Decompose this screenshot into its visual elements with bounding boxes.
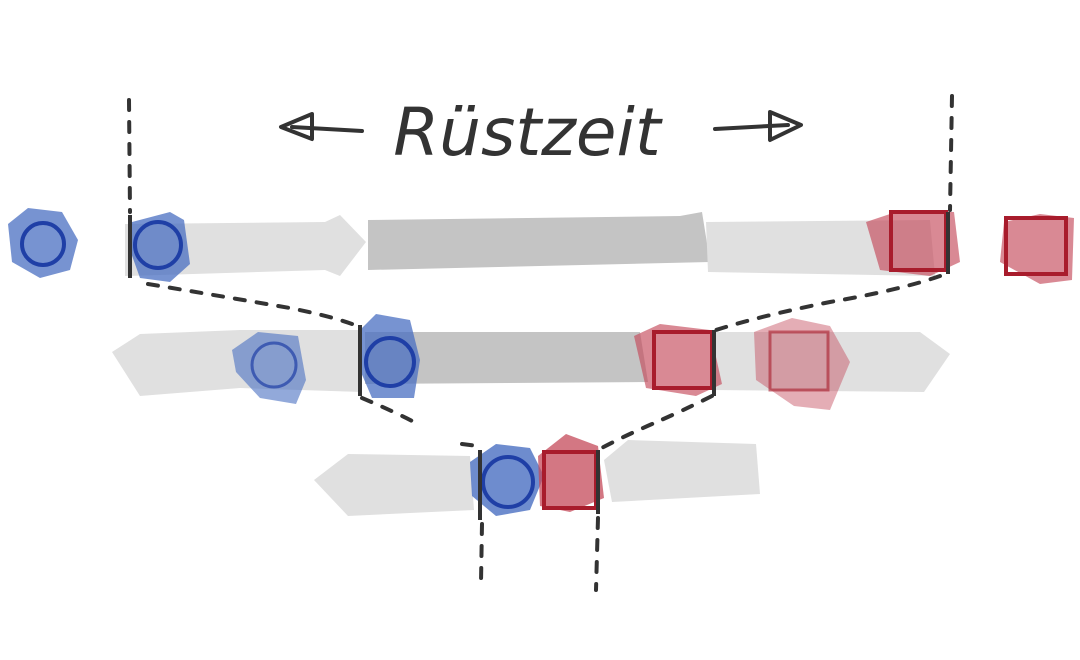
guide-bottom-right-vertical	[594, 516, 600, 592]
row-3-red-square	[538, 434, 604, 512]
row-1-red-square-outer	[1000, 214, 1074, 284]
guide-top-right-vertical	[948, 94, 954, 212]
guide-left-funnel-2a	[360, 396, 420, 426]
row-1-setup-bar	[368, 212, 710, 270]
row-3-process-arrow-left	[314, 454, 474, 516]
row-1-blue-circle-outer	[8, 208, 78, 278]
guide-left-funnel-1	[146, 282, 364, 330]
row-1-blue-circle-inner	[130, 212, 190, 282]
row-3-blue-circle	[470, 444, 544, 516]
right-arrow-icon	[713, 110, 803, 142]
guide-top-left-vertical	[127, 98, 132, 214]
row-2-blue-circle-inner	[360, 314, 420, 398]
row-3-process-arrow-right	[604, 440, 760, 502]
row-3	[314, 434, 760, 520]
title-group: Rüstzeit	[279, 94, 803, 171]
title-label: Rüstzeit	[393, 94, 663, 171]
guide-left-funnel-2b	[460, 442, 480, 448]
row-2-red-square-inner	[634, 324, 722, 396]
guide-right-funnel-2	[596, 394, 714, 452]
guide-right-funnel-1	[714, 274, 942, 332]
row-1-red-square-inner	[866, 210, 960, 276]
row-2-red-square-outer	[754, 318, 850, 410]
guide-bottom-left-vertical	[479, 522, 484, 584]
left-arrow-icon	[279, 112, 364, 141]
row-2-setup-bar	[365, 332, 648, 384]
row-2	[112, 314, 950, 410]
row-1	[8, 208, 1074, 284]
row-2-blue-circle-outer	[232, 332, 306, 404]
dashed-guides	[127, 94, 954, 592]
